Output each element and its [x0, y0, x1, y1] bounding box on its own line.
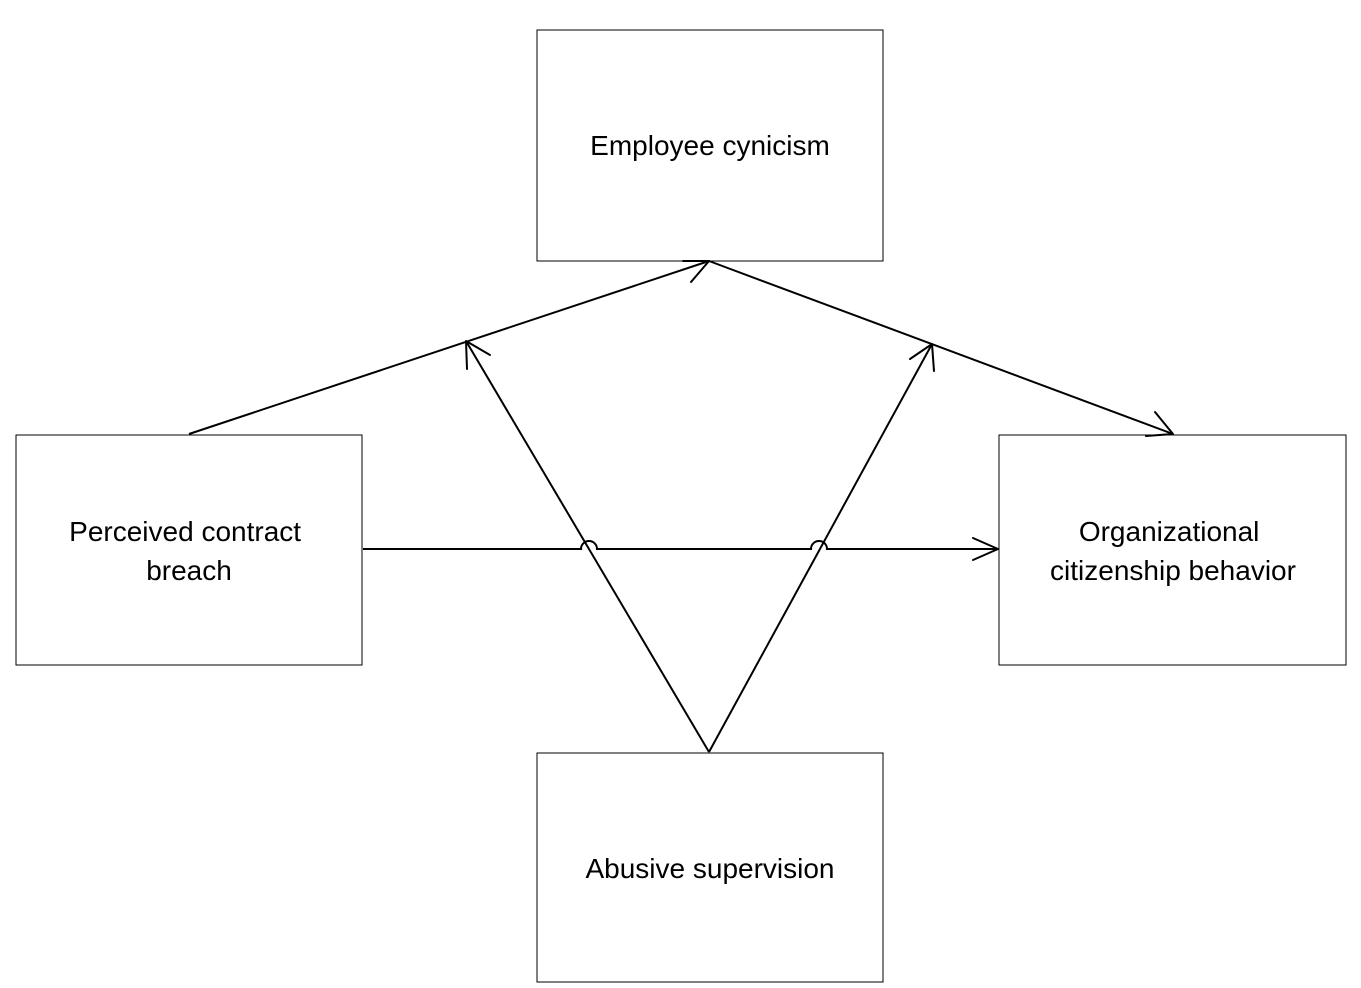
node-label-line: Abusive supervision: [585, 853, 834, 884]
node-employee-cynicism: Employee cynicism: [536, 29, 884, 262]
node-label-employee-cynicism: Employee cynicism: [590, 130, 830, 161]
node-label-line: Perceived contract: [69, 516, 301, 547]
edge-moderation-first-stage: [465, 340, 710, 753]
edge-cynicism-to-ocb: [708, 260, 1174, 437]
arrowhead-icon: [1145, 411, 1174, 437]
node-label-abusive-supervision: Abusive supervision: [585, 853, 834, 884]
node-label-line: breach: [146, 555, 232, 586]
edge-line: [188, 260, 710, 435]
node-box: [15, 434, 363, 666]
edge-line: [708, 260, 1174, 435]
edge-line: [465, 340, 710, 753]
edge-breach-to-cynicism: [188, 260, 710, 435]
node-label-line: Employee cynicism: [590, 130, 830, 161]
node-box: [536, 752, 884, 983]
node-label-line: citizenship behavior: [1050, 555, 1296, 586]
edge-moderation-second-stage: [708, 343, 935, 753]
edge-line: [363, 540, 998, 550]
node-label-organizational-citizenship-behavior: Organizational citizenship behavior: [1050, 516, 1296, 586]
edge-breach-to-ocb: [363, 537, 999, 561]
arrowhead-icon: [465, 340, 491, 370]
node-box: [536, 29, 884, 262]
arrowhead-icon: [972, 537, 999, 561]
arrowhead-icon: [682, 260, 710, 283]
node-abusive-supervision: Abusive supervision: [536, 752, 884, 983]
node-organizational-citizenship-behavior: Organizational citizenship behavior: [998, 434, 1347, 666]
node-label-line: Organizational: [1079, 516, 1260, 547]
node-perceived-contract-breach: Perceived contract breach: [15, 434, 363, 666]
edge-line: [708, 343, 933, 753]
arrowhead-icon: [909, 343, 935, 372]
node-label-perceived-contract-breach: Perceived contract breach: [69, 516, 309, 586]
node-box: [998, 434, 1347, 666]
